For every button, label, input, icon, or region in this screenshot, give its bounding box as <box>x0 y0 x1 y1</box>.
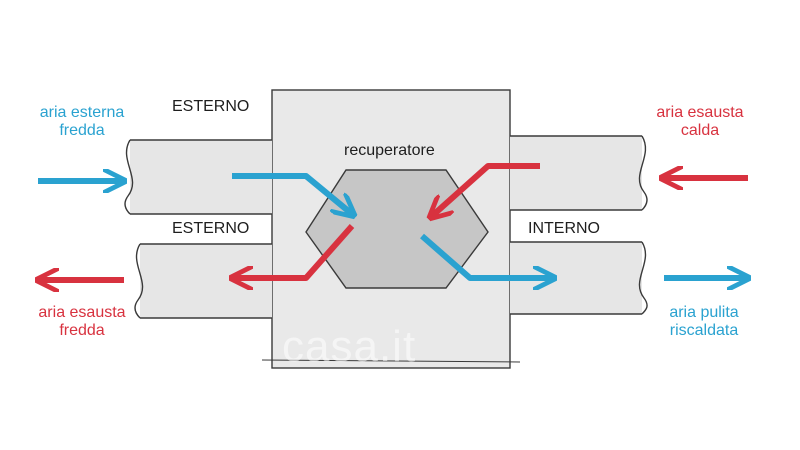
label-in-left-line1: aria esterna <box>39 104 125 121</box>
watermark: casa.it <box>282 322 417 371</box>
arrow-red-into-hex <box>432 163 540 216</box>
label-esterno-top: ESTERNO <box>172 98 250 115</box>
label-out-right-line2: riscaldata <box>669 322 739 339</box>
arrow-blue-out-hex <box>420 233 552 278</box>
label-in-right-line1: aria esausta <box>656 104 744 121</box>
duct-right-bottom <box>510 241 648 315</box>
label-out-left-line2: fredda <box>59 322 105 339</box>
label-out-left-line1: aria esausta <box>38 304 126 321</box>
label-out-right: aria pulita riscaldata <box>644 304 764 340</box>
label-out-right-line1: aria pulita <box>669 304 739 321</box>
unit-box-sketch-line <box>261 359 521 363</box>
label-in-left-line2: fredda <box>59 122 105 139</box>
label-out-left: aria esausta fredda <box>20 304 144 340</box>
arrow-red-out-hex <box>234 224 355 278</box>
arrow-blue-into-hex <box>232 173 352 214</box>
label-in-right-line2: calda <box>680 122 720 139</box>
label-in-right: aria esausta calda <box>640 104 760 140</box>
label-in-left: aria esterna fredda <box>22 104 142 140</box>
label-esterno-bottom: ESTERNO <box>172 220 250 237</box>
label-recuperatore: recuperatore <box>344 142 435 159</box>
label-interno: INTERNO <box>528 220 600 237</box>
duct-right-top <box>510 135 648 211</box>
